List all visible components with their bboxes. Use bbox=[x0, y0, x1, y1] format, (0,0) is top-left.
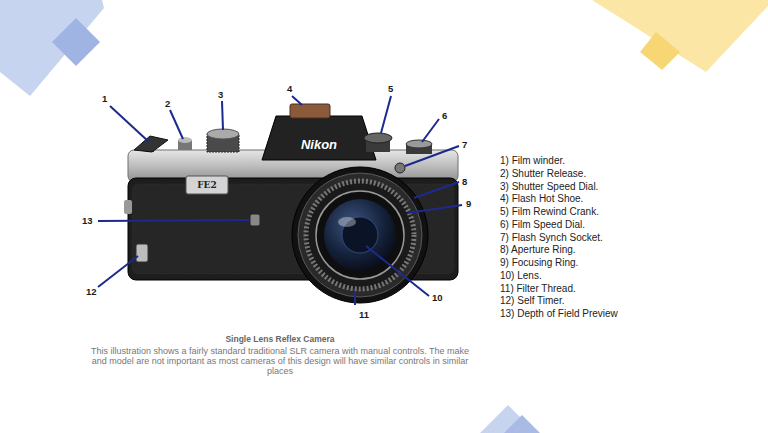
corner-shape bbox=[504, 415, 540, 433]
lens-highlight bbox=[338, 217, 356, 227]
legend-item: 10) Lens. bbox=[500, 270, 542, 282]
corner-shape bbox=[592, 0, 768, 72]
callout-number: 1 bbox=[102, 94, 107, 104]
leader-line bbox=[381, 96, 391, 133]
legend-item: 7) Flash Synch Socket. bbox=[500, 232, 603, 244]
model-badge bbox=[186, 176, 228, 194]
callout-number: 8 bbox=[462, 177, 467, 187]
hot-shoe bbox=[290, 104, 330, 118]
leader-line bbox=[366, 246, 429, 296]
strap-lug bbox=[124, 200, 132, 214]
callout-number: 6 bbox=[442, 111, 447, 121]
camera bbox=[124, 104, 458, 303]
callout-number: 4 bbox=[287, 84, 292, 94]
legend-item: 3) Shutter Speed Dial. bbox=[500, 181, 598, 193]
brand-name: Nikon bbox=[301, 138, 337, 152]
callout-number: 3 bbox=[218, 90, 223, 100]
leader-line bbox=[354, 291, 356, 305]
legend-item: 5) Film Rewind Crank. bbox=[500, 206, 599, 218]
dof-preview bbox=[250, 214, 260, 226]
callout-number: 5 bbox=[388, 84, 393, 94]
rewind-crank bbox=[364, 133, 392, 143]
leader-line bbox=[292, 96, 302, 105]
leader-line bbox=[98, 256, 138, 287]
legend-item: 1) Film winder. bbox=[500, 155, 565, 167]
film-speed-dial bbox=[406, 140, 432, 148]
callout-number: 9 bbox=[466, 199, 471, 209]
lens-barrel bbox=[292, 167, 428, 303]
figure-caption: This illustration shows a fairly standar… bbox=[90, 346, 470, 376]
prism-housing bbox=[262, 116, 376, 160]
callout-number: 10 bbox=[432, 293, 443, 303]
legend-item: 6) Film Speed Dial. bbox=[500, 219, 585, 231]
corner-shape bbox=[52, 18, 100, 66]
corner-shape bbox=[640, 32, 680, 70]
callout-number: 7 bbox=[462, 140, 467, 150]
shutter-release bbox=[178, 137, 192, 143]
focusing-ring bbox=[306, 181, 414, 289]
legend-item: 9) Focusing Ring. bbox=[500, 257, 578, 269]
leader-line bbox=[110, 106, 149, 142]
leader-lines bbox=[98, 96, 462, 305]
leader-line bbox=[170, 110, 183, 139]
leader-line bbox=[405, 146, 459, 166]
leader-line bbox=[98, 220, 249, 221]
legend-item: 13) Depth of Field Preview bbox=[500, 308, 618, 320]
leader-line bbox=[414, 182, 459, 198]
leader-line bbox=[408, 205, 462, 213]
legend-item: 2) Shutter Release. bbox=[500, 168, 586, 180]
leader-line bbox=[222, 101, 223, 130]
aperture-ring bbox=[298, 173, 422, 297]
legend-item: 12) Self Timer. bbox=[500, 295, 564, 307]
callout-number: 11 bbox=[359, 310, 369, 320]
synch-socket bbox=[395, 163, 405, 173]
callout-number: 12 bbox=[86, 287, 97, 297]
figure-title: Single Lens Reflex Camera bbox=[225, 334, 334, 344]
legend-item: 8) Aperture Ring. bbox=[500, 244, 576, 256]
corner-shape bbox=[0, 0, 104, 96]
legend-item: 11) Filter Thread. bbox=[500, 283, 576, 295]
film-winder bbox=[134, 136, 168, 152]
legend-item: 4) Flash Hot Shoe. bbox=[500, 193, 583, 205]
speed-dial bbox=[207, 129, 239, 139]
callout-number: 2 bbox=[165, 99, 170, 109]
self-timer bbox=[136, 244, 148, 262]
model-name: FE2 bbox=[197, 180, 217, 190]
callout-number: 13 bbox=[82, 216, 93, 226]
leader-line bbox=[422, 119, 439, 142]
